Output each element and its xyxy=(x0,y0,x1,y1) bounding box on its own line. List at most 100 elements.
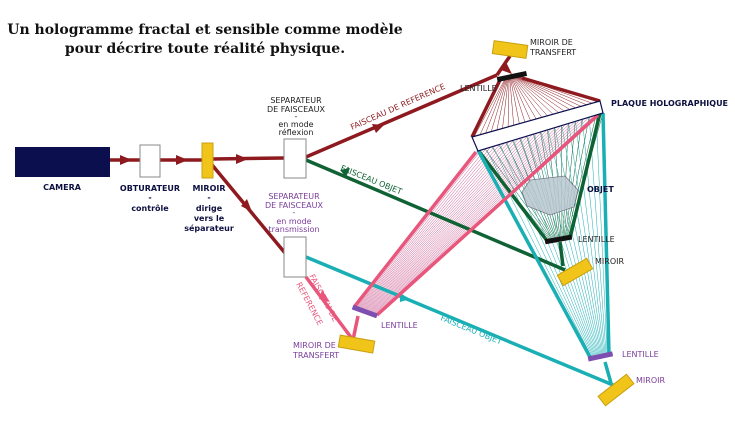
mirror-sub-2: vers le xyxy=(194,214,225,223)
transfer-mirror-bottom-label-1: MIROIR DE xyxy=(293,341,336,350)
fan-ray xyxy=(365,136,528,310)
fan-ray xyxy=(507,78,510,128)
fan-ray xyxy=(517,77,577,109)
reference-beam-label-pink: FAISCEAU DE REFERENCE xyxy=(294,273,340,327)
fan-ray xyxy=(561,126,603,355)
fan-ray xyxy=(510,78,520,125)
transfer-mirror-top xyxy=(491,40,529,59)
fan-ray xyxy=(513,77,549,117)
lens-green-label: LENTILLE xyxy=(578,235,615,244)
fan-ray xyxy=(374,119,584,315)
fan-ray xyxy=(361,143,505,309)
sep1-line1: SEPARATEUR xyxy=(270,96,322,105)
fan-ray xyxy=(564,119,583,238)
shutter-sublabel: contrôle xyxy=(131,203,169,213)
sep1-line3: - xyxy=(295,112,298,121)
transfer-mirror-top-label-1: MIROIR DE xyxy=(530,38,573,47)
fan-ray xyxy=(363,139,519,310)
title-line-2: pour décrire toute réalité physique. xyxy=(65,41,345,57)
fan-ray xyxy=(512,77,543,119)
lens-green xyxy=(544,234,573,245)
sep2-line2: DE FAISCEAUX xyxy=(265,201,324,210)
sep1-line5: réflexion xyxy=(279,127,314,137)
fan-ray xyxy=(527,137,598,355)
fan-ray xyxy=(373,121,579,314)
object-beam-cyan xyxy=(305,112,614,387)
mirror-cyan xyxy=(597,373,635,407)
pink-arrow xyxy=(319,290,330,302)
green-arrow xyxy=(340,168,350,177)
fan-ray xyxy=(375,118,588,315)
shutter-label: OBTURATEUR xyxy=(120,184,180,193)
fan-ray xyxy=(493,147,593,356)
sep1-line4: en mode xyxy=(278,120,313,129)
fan-ray xyxy=(541,132,600,355)
mirror-green xyxy=(556,257,594,287)
fan-ray xyxy=(575,122,605,354)
cyan-arrow xyxy=(400,293,410,302)
fan-ray xyxy=(371,125,565,313)
fan-ray xyxy=(368,131,546,312)
holographic-plate xyxy=(471,100,604,152)
fan-ray xyxy=(366,135,533,311)
beam-splitter-transmission xyxy=(283,236,307,278)
title-line-1: Un hologramme fractal et sensible comme … xyxy=(7,22,403,38)
fan-ray xyxy=(360,144,500,308)
mirror-green-label: MIROIR xyxy=(595,257,624,266)
lens-top-label: LENTILLE xyxy=(460,84,497,93)
fan-ray xyxy=(357,150,481,307)
sep2-line1: SEPARATEUR xyxy=(268,192,320,201)
fan-ray xyxy=(509,78,515,126)
shutter xyxy=(139,144,161,178)
object-crystal xyxy=(521,175,579,216)
fan-ray xyxy=(364,137,523,310)
mirror-label: MIROIR xyxy=(192,184,225,193)
fan-ray xyxy=(479,78,506,136)
shutter-dash: - xyxy=(148,193,151,202)
fan-ray xyxy=(566,115,597,238)
fan-ray xyxy=(568,124,604,354)
fan-ray xyxy=(372,124,570,314)
fan-ray xyxy=(485,78,507,134)
camera-label: CAMERA xyxy=(43,183,82,192)
mirror-cyan-label: MIROIR xyxy=(636,376,665,385)
laser-beam-main xyxy=(110,55,601,255)
fan-ray xyxy=(563,121,576,238)
sep2-line3: - xyxy=(293,208,296,217)
fan-ray xyxy=(514,77,554,115)
fan-ray xyxy=(554,128,602,355)
reference-beam-pink xyxy=(304,113,600,342)
mirror-sub-1: dirige xyxy=(196,204,223,213)
fan-ray xyxy=(370,126,560,313)
fan-ray xyxy=(589,118,607,354)
fan-ray xyxy=(369,129,551,312)
sep2-line5: transmission xyxy=(268,225,319,234)
fan-ray xyxy=(515,77,566,112)
camera-box xyxy=(15,147,110,177)
transfer-mirror-bottom-label-2: TRANSFERT xyxy=(292,351,339,360)
fan-ray xyxy=(513,141,596,356)
lens-cyan-label: LENTILLE xyxy=(622,350,659,359)
fan-ray xyxy=(511,77,532,122)
plate-label: PLAQUE HOLOGRAPHIQUE xyxy=(611,99,728,108)
fan-ray xyxy=(548,130,601,355)
lens-top xyxy=(496,70,528,83)
lens-cyan xyxy=(587,351,614,362)
fan-ray xyxy=(582,120,606,354)
splitter-reflection-label: SEPARATEUR DE FAISCEAUX - en mode réflex… xyxy=(267,96,326,137)
fan-ray xyxy=(515,77,560,114)
transfer-mirror-top-label-2: TRANSFERT xyxy=(529,48,576,57)
fan-ray xyxy=(502,78,509,130)
fan-ray xyxy=(510,78,526,123)
sep2-line4: en mode xyxy=(276,217,311,226)
object-beam-label-cyan: FAISCEAU OBJET xyxy=(439,314,503,347)
splitter-transmission-label: SEPARATEUR DE FAISCEAUX - en mode transm… xyxy=(265,192,324,234)
fan-ray xyxy=(491,146,553,240)
transfer-mirror-bottom xyxy=(337,334,376,354)
red-arrows xyxy=(120,62,512,212)
fan-ray xyxy=(512,77,537,120)
object-label: OBJET xyxy=(587,185,614,194)
fan-ray xyxy=(595,116,608,354)
fan-ray xyxy=(473,78,506,138)
